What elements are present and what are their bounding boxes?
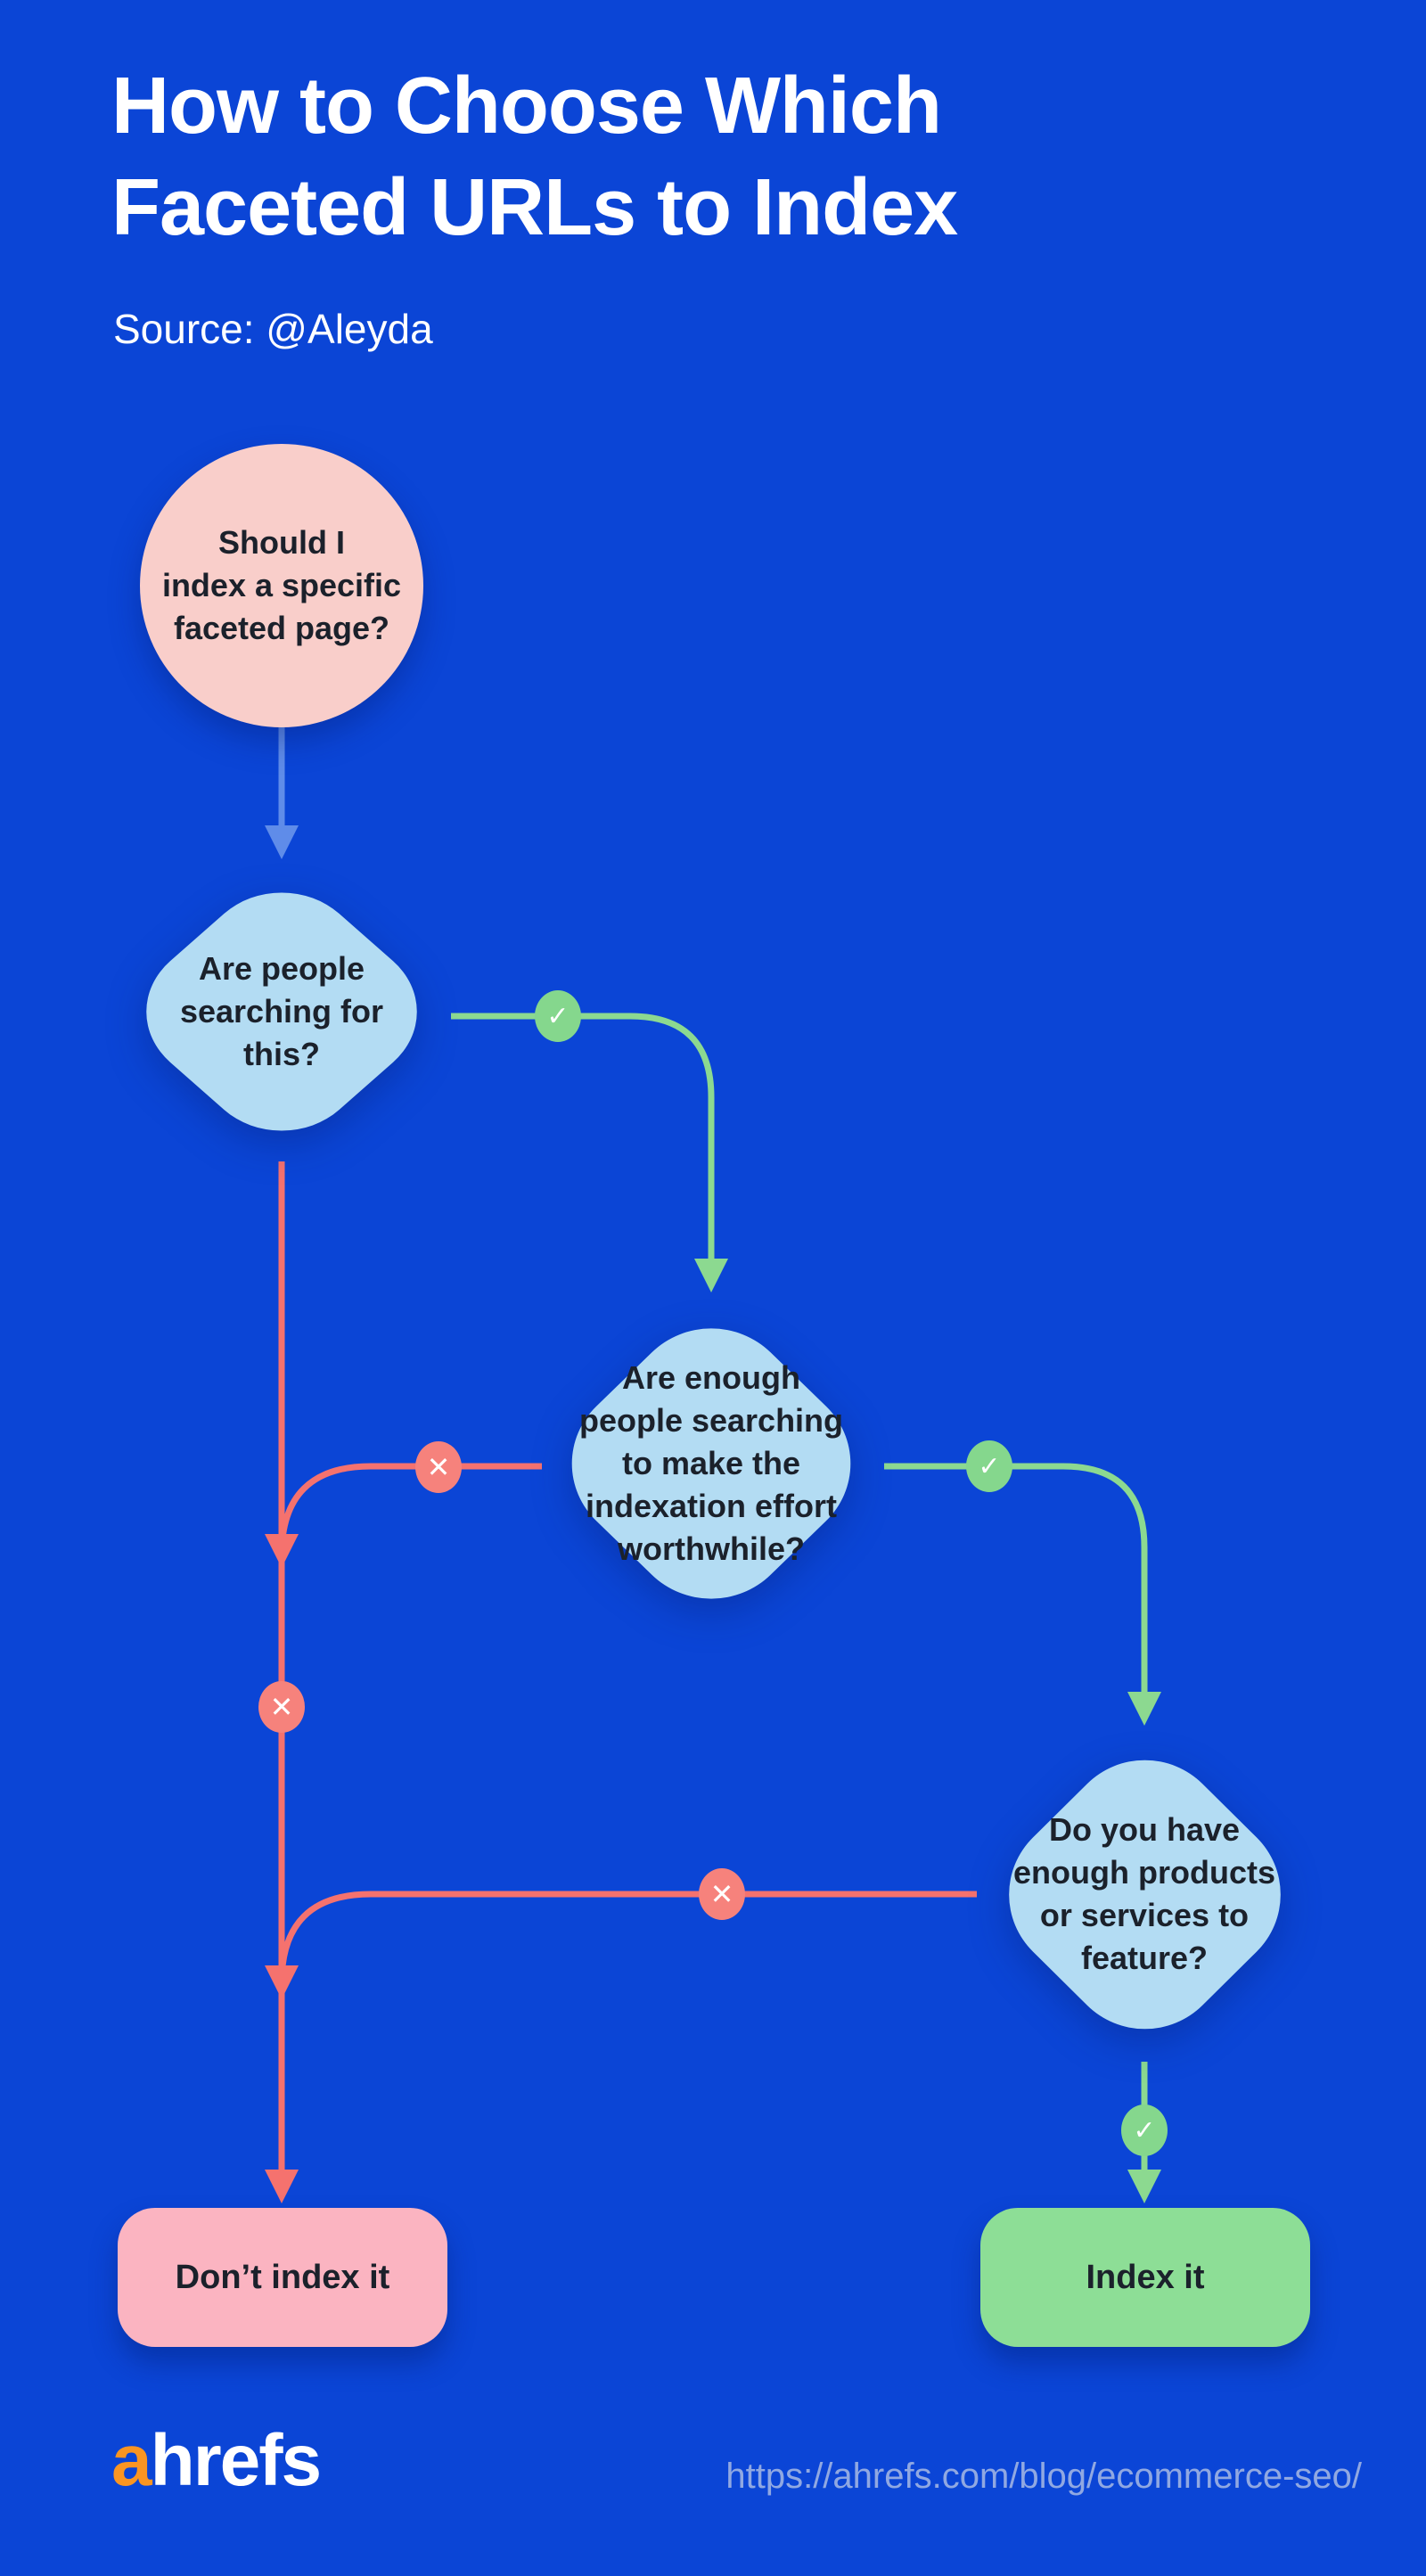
yes-check-badge-1: ✓ (535, 990, 581, 1042)
source-credit: Source: @Aleyda (113, 306, 433, 352)
page-title-line2: Faceted URLs to Index (111, 163, 958, 252)
decision-node-1-label: Are people searching for this? (179, 950, 384, 1072)
ahrefs-logo-rest: hrefs (150, 2420, 323, 2501)
decision-node-2: Are enough people searching to make the … (537, 1290, 886, 1637)
connector-yes-decision1-to-decision2 (451, 1013, 728, 1292)
cross-icon: ✕ (426, 1450, 451, 1484)
no-cross-badge-2: ✕ (258, 1681, 305, 1733)
start-node: Should I index a specific faceted page? (140, 444, 423, 727)
no-cross-badge-3: ✕ (699, 1868, 745, 1920)
decision-node-2-label: Are enough people searching to make the … (578, 1359, 844, 1567)
outcome-index: Index it (980, 2208, 1310, 2347)
cross-icon: ✕ (709, 1877, 734, 1911)
connector-no-decision2-to-spine (278, 1463, 542, 1556)
check-icon: ✓ (546, 1000, 570, 1032)
outcome-dont-index-label: Don’t index it (175, 2259, 390, 2296)
decision-node-3-label: Do you have enough products or services … (1013, 1811, 1275, 1976)
check-icon: ✓ (978, 1450, 1001, 1482)
connector-no-decision3-to-spine (278, 1891, 977, 1984)
outcome-dont-index: Don’t index it (118, 2208, 447, 2347)
connector-yes-decision2-to-decision3 (884, 1463, 1161, 1726)
check-icon: ✓ (1133, 2114, 1156, 2146)
ahrefs-logo: ahrefs (111, 2419, 323, 2503)
connector-start-to-decision1 (265, 727, 299, 859)
source-url: https://ahrefs.com/blog/ecommerce-seo/ (725, 2457, 1362, 2496)
ahrefs-logo-a: a (111, 2420, 152, 2501)
cross-icon: ✕ (269, 1690, 294, 1724)
start-node-label: Should I index a specific faceted page? (161, 524, 402, 646)
yes-check-badge-3: ✓ (1121, 2104, 1168, 2156)
decision-node-1: Are people searching for this? (112, 842, 451, 1181)
yes-check-badge-2: ✓ (966, 1440, 1012, 1492)
outcome-index-label: Index it (1086, 2259, 1205, 2296)
page-title-line1: How to Choose Which (111, 62, 942, 151)
decision-node-3: Do you have enough products or services … (975, 1725, 1315, 2063)
no-cross-badge-1: ✕ (415, 1441, 462, 1493)
